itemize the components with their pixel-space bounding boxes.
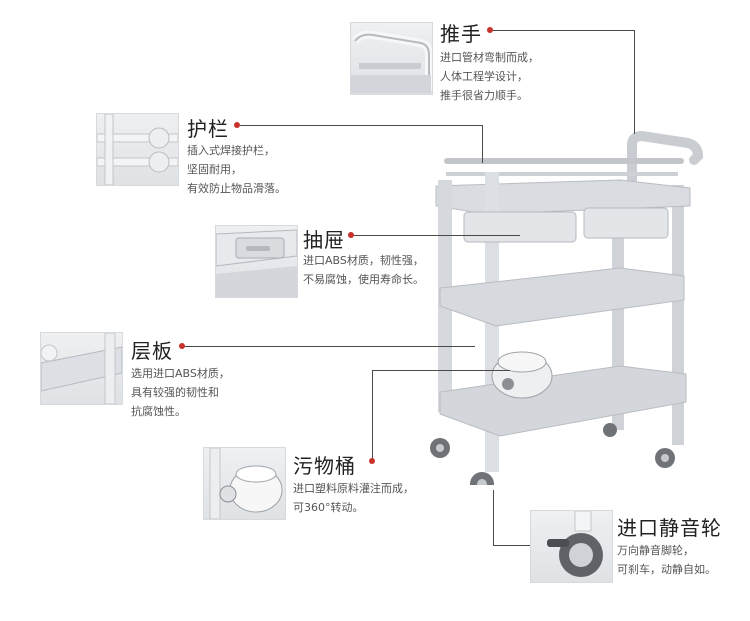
guardrail-desc-line: 坚固耐用，	[187, 163, 242, 176]
caster-thumbnail	[530, 510, 613, 583]
handle-desc-line: 人体工程学设计，	[440, 70, 528, 83]
caster-connector-vertical	[493, 490, 494, 545]
bucket-desc-line: 进口塑料原料灌注而成，	[293, 482, 414, 495]
guardrail-desc-line: 有效防止物品滑落。	[187, 182, 286, 195]
handle-title: 推手	[440, 22, 482, 46]
drawer-description: 进口ABS材质，韧性强， 不易腐蚀，使用寿命长。	[303, 251, 424, 289]
guardrail-dot	[234, 122, 240, 128]
guardrail-thumbnail	[96, 113, 179, 186]
guardrail-connector	[240, 125, 483, 126]
caster-desc-line: 可刹车，动静自如。	[617, 563, 716, 576]
drawer-dot	[348, 232, 354, 238]
drawer-desc-line: 进口ABS材质，韧性强，	[303, 254, 424, 267]
caster-wheel-icon	[547, 511, 603, 577]
bucket-thumbnail	[203, 447, 286, 520]
bucket-desc-line: 可360°转动。	[293, 501, 364, 514]
caster-description: 万向静音脚轮， 可刹车，动静自如。	[617, 541, 716, 579]
guardrail-connector-vertical	[482, 125, 483, 163]
shelf-connector	[183, 346, 475, 347]
bucket-connector	[372, 370, 510, 371]
guardrail-title: 护栏	[187, 117, 229, 141]
drawer-title: 抽屉	[303, 228, 345, 252]
bucket-dot	[369, 458, 375, 464]
caster-desc-line: 万向静音脚轮，	[617, 544, 694, 557]
cart-product-image	[420, 125, 720, 485]
caster-connector	[493, 545, 530, 546]
guardrail-desc-line: 插入式焊接护栏，	[187, 144, 275, 157]
handle-thumbnail	[350, 22, 433, 95]
shelf-desc-line: 选用进口ABS材质，	[131, 367, 230, 380]
shelf-dot	[179, 343, 185, 349]
shelf-icon	[41, 333, 122, 404]
shelf-title: 层板	[131, 339, 173, 363]
handle-connector-vertical	[634, 30, 635, 134]
handle-desc-line: 进口管材弯制而成，	[440, 51, 539, 64]
drawer-thumbnail	[215, 225, 298, 298]
drawer-connector	[352, 235, 520, 236]
shelf-desc-line: 具有较强的韧性和	[131, 386, 219, 399]
bucket-title: 污物桶	[293, 454, 356, 478]
bucket-description: 进口塑料原料灌注而成， 可360°转动。	[293, 479, 414, 517]
handle-desc-line: 推手很省力顺手。	[440, 89, 528, 102]
shelf-thumbnail	[40, 332, 123, 405]
handle-description: 进口管材弯制而成， 人体工程学设计， 推手很省力顺手。	[440, 48, 539, 105]
shelf-desc-line: 抗腐蚀性。	[131, 405, 186, 418]
cart-handle-icon	[351, 30, 432, 93]
waste-bucket-icon	[209, 448, 283, 519]
drawer-icon	[216, 229, 297, 297]
handle-dot	[487, 27, 493, 33]
guardrail-icon	[97, 114, 178, 185]
shelf-description: 选用进口ABS材质， 具有较强的韧性和 抗腐蚀性。	[131, 364, 230, 421]
drawer-desc-line: 不易腐蚀，使用寿命长。	[303, 273, 424, 286]
caster-title: 进口静音轮	[617, 516, 722, 540]
handle-connector	[490, 30, 635, 31]
guardrail-description: 插入式焊接护栏， 坚固耐用， 有效防止物品滑落。	[187, 141, 286, 198]
bucket-connector-vertical	[372, 370, 373, 460]
